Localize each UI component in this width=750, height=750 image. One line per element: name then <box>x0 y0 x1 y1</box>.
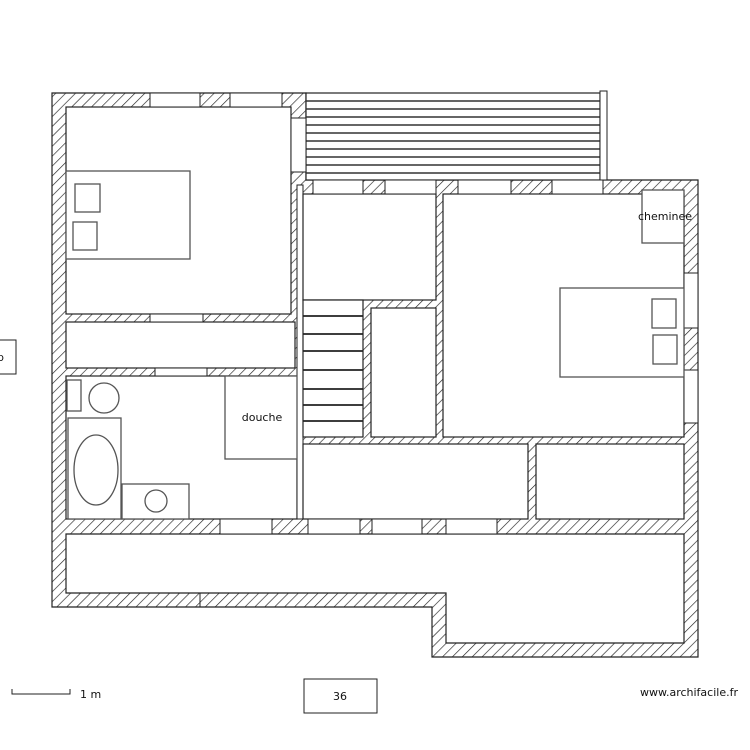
staircase <box>302 299 364 438</box>
window <box>551 179 604 195</box>
window <box>683 272 699 329</box>
window <box>219 518 273 535</box>
window <box>149 313 204 323</box>
window <box>371 518 423 535</box>
closet <box>370 307 437 438</box>
scale-bar: 1 m <box>11 688 101 701</box>
pillow <box>72 221 98 251</box>
level-box <box>303 678 378 714</box>
fireplace-label: cheminee <box>638 210 692 223</box>
window <box>312 179 364 195</box>
bed-2 <box>559 287 685 378</box>
window <box>229 92 283 108</box>
bottom-center-room <box>302 443 529 520</box>
watermark: www.archifacile.fr <box>640 686 738 699</box>
partition-wall <box>296 184 304 520</box>
sink <box>121 483 190 520</box>
stair-steps <box>303 315 363 422</box>
bottom-hall <box>65 533 685 644</box>
terrace-post <box>599 90 608 181</box>
bottom-right-room <box>535 443 685 520</box>
window <box>457 179 512 195</box>
terrace <box>305 90 608 181</box>
pillow <box>652 334 678 365</box>
window <box>307 518 361 535</box>
edge-box-label: p <box>0 351 4 364</box>
center-room <box>302 193 437 301</box>
scale-label: 1 m <box>80 688 101 701</box>
shower: douche <box>224 375 298 460</box>
window <box>445 518 498 535</box>
window <box>149 92 201 108</box>
corridor-strip <box>65 321 296 369</box>
window <box>384 179 437 195</box>
bed-1 <box>65 170 191 260</box>
toilet <box>66 379 120 414</box>
bathtub <box>67 417 122 520</box>
window <box>683 369 699 424</box>
fireplace: cheminee <box>638 189 692 244</box>
shower-label: douche <box>242 411 283 424</box>
window <box>290 117 307 173</box>
pillow <box>74 183 101 213</box>
windows <box>149 92 699 535</box>
level-number: 36 <box>333 690 347 703</box>
edge-box <box>0 339 17 375</box>
window <box>154 367 208 377</box>
pillow <box>651 298 677 329</box>
